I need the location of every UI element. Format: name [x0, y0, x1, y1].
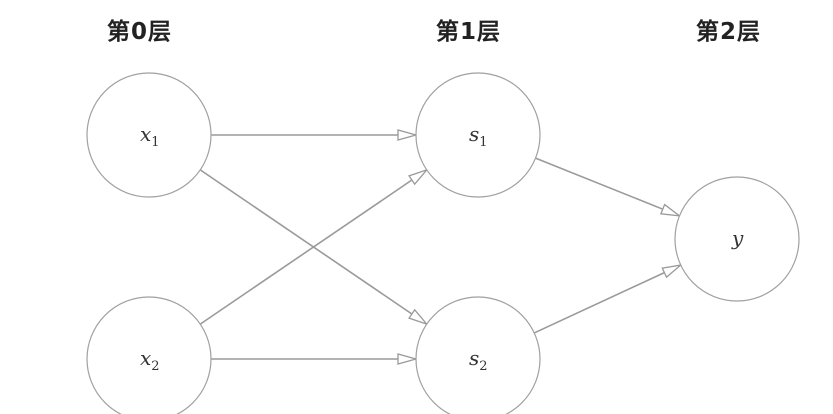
layer-title-1: 第1层 — [436, 19, 502, 45]
edge-s2-y — [533, 264, 683, 334]
node-label: x1 — [140, 122, 160, 150]
arrowhead-icon — [408, 168, 429, 186]
edge-x2-s2 — [211, 353, 419, 365]
arrowhead-icon — [661, 264, 683, 279]
node-label: x2 — [140, 346, 160, 374]
arrowhead-icon — [659, 203, 682, 217]
edge-s1-y — [535, 157, 682, 217]
arrowhead-icon — [397, 353, 419, 365]
node-s1: s1 — [415, 72, 541, 198]
edge-x1-s2 — [199, 169, 429, 326]
layer-title-0: 第0层 — [107, 19, 173, 45]
layer-title-2: 第2层 — [696, 19, 762, 45]
node-x2: x2 — [86, 296, 212, 414]
node-label: s1 — [469, 122, 488, 150]
arrowhead-icon — [397, 129, 419, 141]
edge-x1-s1 — [211, 129, 419, 141]
edge-x2-s1 — [199, 168, 429, 325]
node-s2: s2 — [415, 296, 541, 414]
arrowhead-icon — [408, 308, 429, 326]
node-x1: x1 — [86, 72, 212, 198]
node-label: s2 — [469, 346, 488, 374]
node-label: y — [731, 226, 744, 250]
node-y: y — [674, 176, 800, 302]
